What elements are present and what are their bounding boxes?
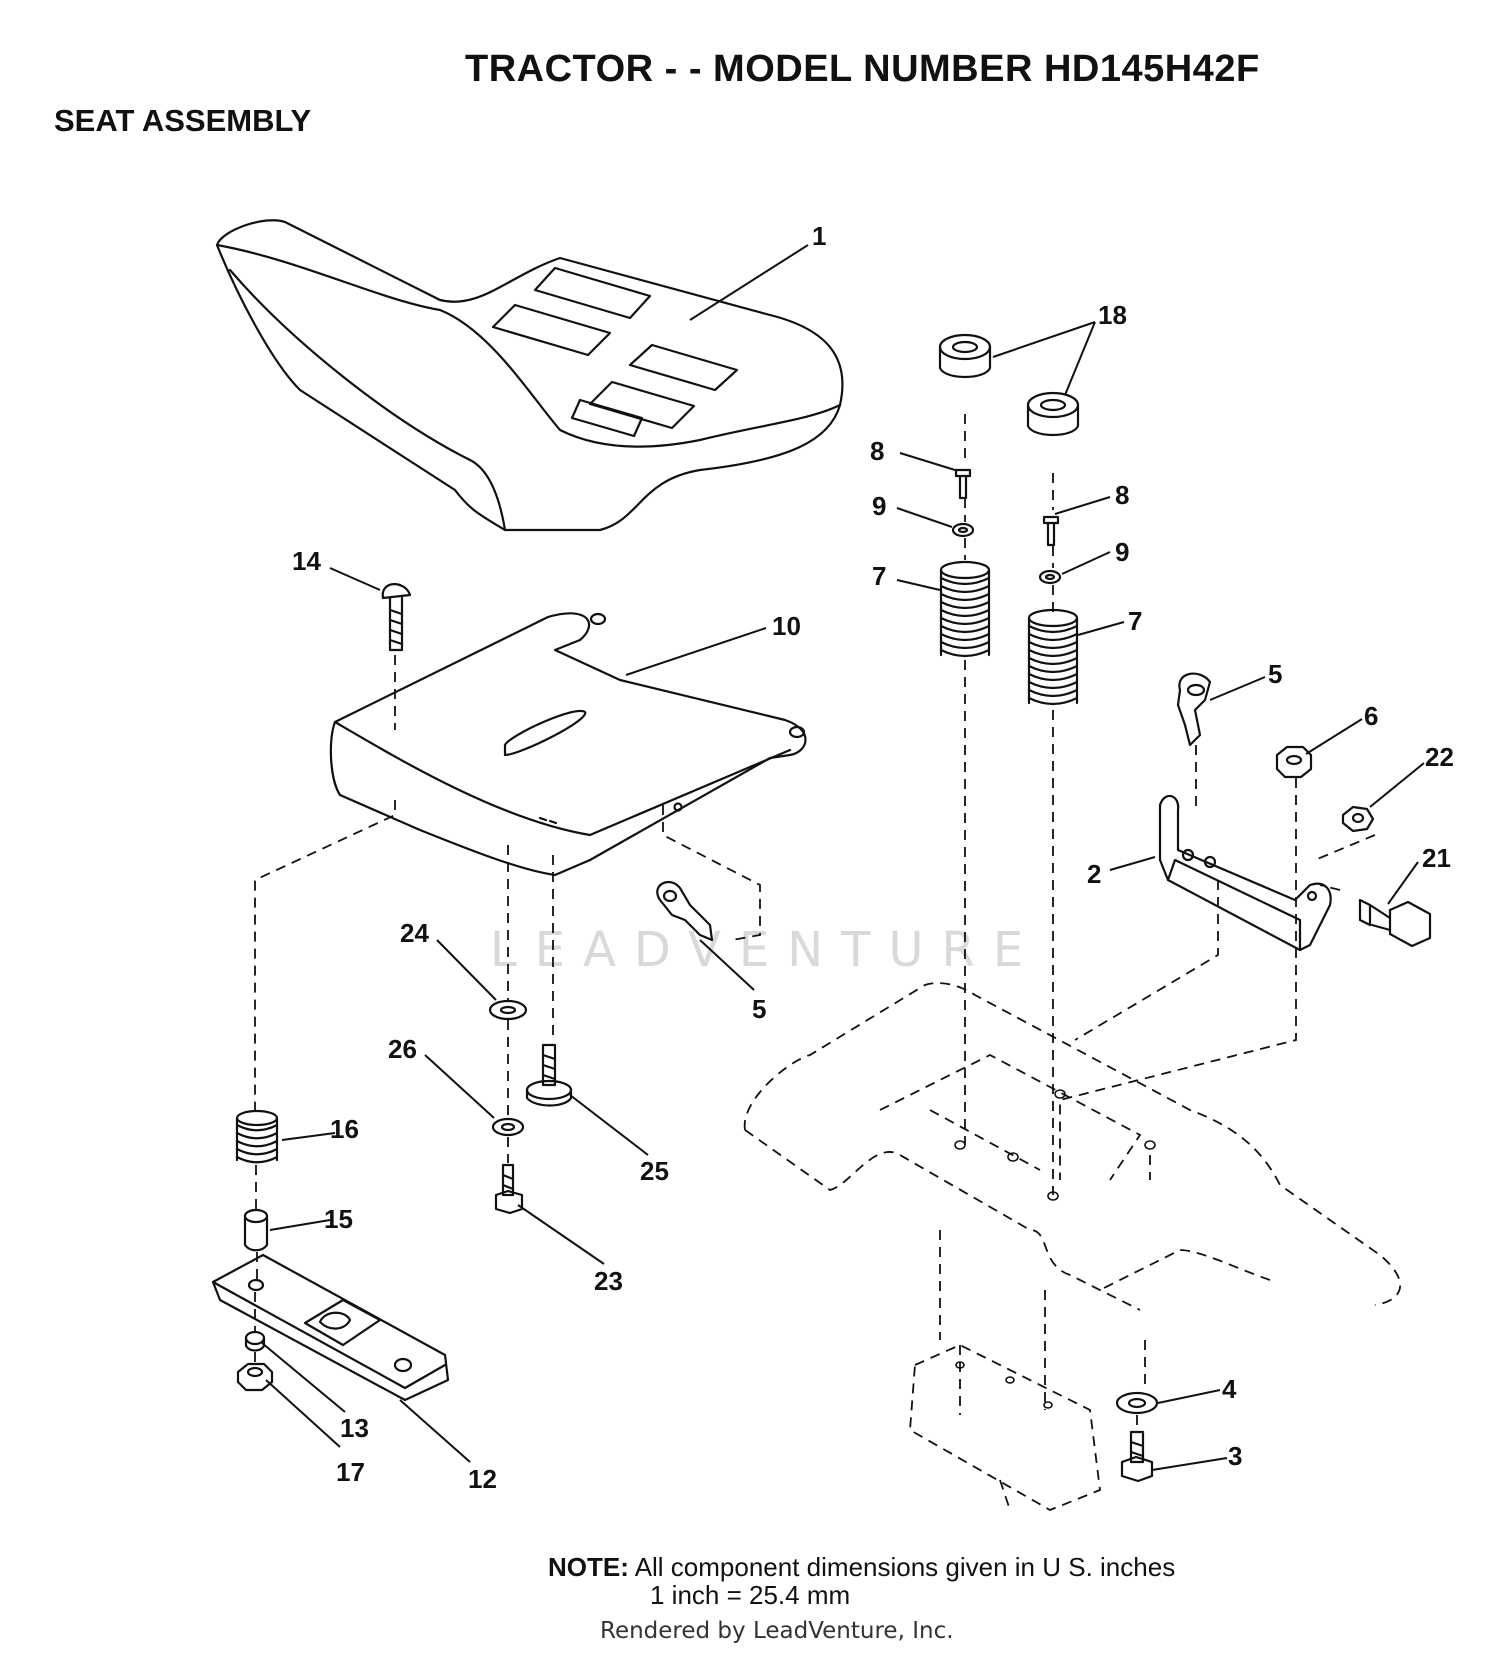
callout-7-right: 7 [1128,606,1142,636]
washer-24-part [488,999,528,1021]
callout-2: 2 [1087,859,1101,889]
note-line-1: All component dimensions given in U S. i… [634,1552,1176,1582]
callout-9-right: 9 [1115,537,1129,567]
callout-8-right: 8 [1115,480,1129,510]
clip-right-part [1176,672,1212,747]
callout-26: 26 [388,1034,417,1064]
leader-lines [261,244,1425,1471]
render-credit: Rendered by LeadVenture, Inc. [600,1618,954,1644]
carriage-bolt-part [381,583,412,652]
callout-12: 12 [468,1464,497,1494]
frame-holes [954,1089,1156,1409]
callout-9-left: 9 [872,491,886,521]
watermark-text: LEADVENTURE [490,922,1042,978]
callout-7-left: 7 [872,561,886,591]
note-line-2: 1 inch = 25.4 mm [650,1580,851,1610]
callout-13: 13 [340,1413,369,1443]
spring-parts [939,560,1079,706]
spacer-parts [938,333,1080,436]
nut-13-17-part [236,1330,274,1392]
nut-parts [1275,745,1375,833]
callout-14: 14 [292,546,321,576]
callout-5-right: 5 [1268,659,1282,689]
callout-15: 15 [324,1204,353,1234]
callout-10: 10 [772,611,801,641]
plate-12-part [211,1253,450,1402]
callout-5-left: 5 [752,994,766,1024]
bushing-15-part [243,1208,269,1252]
callout-21: 21 [1422,843,1451,873]
note-heading: NOTE: [548,1552,629,1582]
bolt-3-part [1120,1430,1154,1483]
bolt-23-part [494,1163,524,1215]
bracket-part [1158,794,1332,952]
callout-23: 23 [594,1266,623,1296]
section-title: SEAT ASSEMBLY [54,103,312,138]
seat-pan-part [329,612,807,877]
dimension-note: NOTE: All component dimensions given in … [548,1553,1175,1609]
bolt-25-part [525,1043,573,1107]
callout-labels: 1 18 8 8 9 9 7 7 14 10 5 6 22 2 21 24 5 … [292,221,1454,1494]
spring-16-part [235,1109,279,1164]
callout-3: 3 [1228,1441,1242,1471]
callout-8-left: 8 [870,436,884,466]
page-title: TRACTOR - - MODEL NUMBER HD145H42F [465,48,1260,90]
washer-4-part [1115,1391,1159,1415]
callout-22: 22 [1425,742,1454,772]
callout-6: 6 [1364,701,1378,731]
callout-25: 25 [640,1156,669,1186]
callout-4: 4 [1222,1374,1237,1404]
washer-26-part [491,1117,525,1137]
clip-left-part [656,881,714,942]
callout-24: 24 [400,918,429,948]
callout-18: 18 [1098,300,1127,330]
dashed-lines [254,414,1401,1511]
callout-17: 17 [336,1457,365,1487]
callout-1: 1 [812,221,826,251]
callout-16: 16 [330,1114,359,1144]
seat-part [215,219,844,532]
bolt-21-part [1358,898,1432,948]
screw-parts [951,468,1062,585]
